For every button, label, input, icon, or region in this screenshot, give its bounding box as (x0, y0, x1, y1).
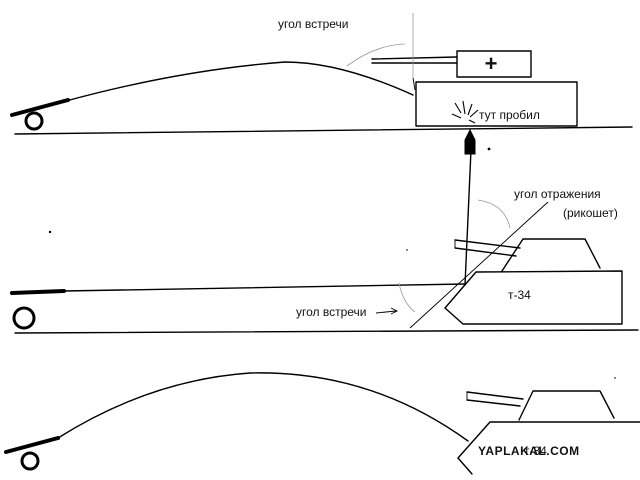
reflection-angle-label: угол отражения (514, 187, 601, 201)
bottom-tank-label: т-34 (524, 444, 547, 458)
middle-tank-label: т-34 (508, 288, 531, 302)
bottom-tank-hull (457, 421, 640, 475)
middle-armor-normal (409, 201, 549, 329)
bottom-cannon (4, 436, 60, 471)
bottom-panel: т-34 (4, 372, 640, 475)
middle-angle-pointer-head (390, 307, 399, 315)
bottom-tank-barrel-top (466, 391, 524, 400)
middle-trajectory (63, 283, 466, 292)
top-tank-plus: + (485, 51, 498, 76)
top-tank-hull (415, 81, 578, 127)
top-ground-line (14, 126, 633, 135)
middle-angle-pointer (375, 310, 397, 314)
top-angle-label: угол встречи (278, 17, 349, 31)
pierced-label: тут пробил (479, 108, 540, 122)
top-trajectory (65, 61, 414, 102)
middle-tank-barrel-top (454, 239, 521, 249)
bottom-tank-turret (518, 390, 615, 421)
top-reference-stub (412, 77, 416, 91)
watermark: YAPLAKAL.COM (478, 444, 580, 458)
middle-tank-hull (444, 270, 623, 325)
impact-splash (451, 100, 479, 124)
top-panel: + угол встречи тут пробил (10, 13, 633, 234)
top-tank-turret (456, 50, 532, 78)
bottom-trajectory (57, 372, 469, 442)
ricochet-label: (рикошет) (563, 206, 618, 220)
middle-angle-label: угол встречи (296, 305, 367, 319)
middle-incidence-arc (398, 282, 416, 313)
top-cannon (10, 98, 70, 131)
bottom-tank-barrel-bottom (466, 399, 521, 407)
middle-tank-turret (501, 238, 601, 272)
shell-icon (464, 128, 476, 155)
middle-tank-barrel-bottom (454, 247, 517, 257)
middle-ground-line (14, 329, 639, 334)
top-tank-barrel-top (371, 56, 458, 60)
top-angle-arc (346, 43, 406, 67)
middle-panel: т-34 угол отражения (рикошет) угол встре… (10, 187, 639, 379)
ricochet-trajectory (464, 149, 472, 286)
reflection-angle-arc (477, 199, 511, 229)
middle-cannon (10, 289, 66, 330)
